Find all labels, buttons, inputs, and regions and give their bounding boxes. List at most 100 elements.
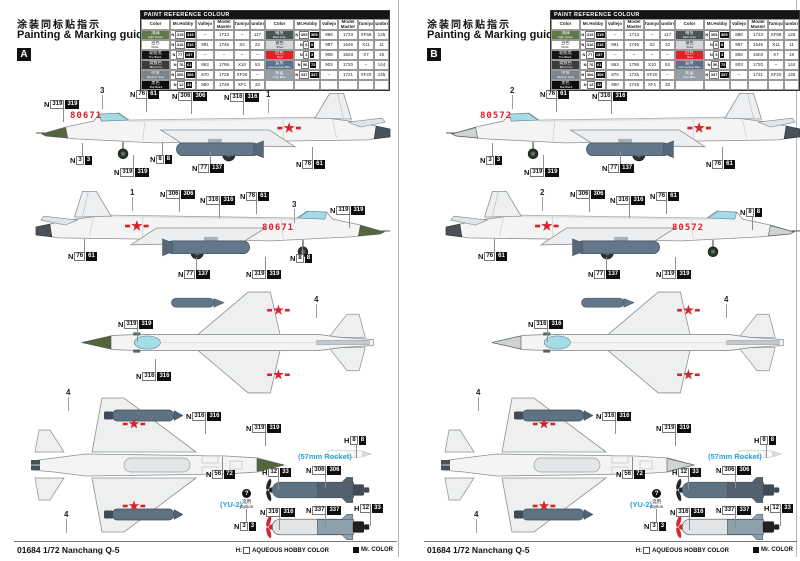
paint-number-cell: – [234,30,250,40]
mrcolor-number-box: 316 [157,372,172,381]
callout-letter: N [224,93,230,102]
callout-letter: N [650,192,656,201]
paint-number-cell: 22 [660,40,675,50]
paint-number-cell: 1725 [214,70,234,80]
paint-number-cell: 908 [730,50,748,60]
callout-letter: N [716,466,722,475]
color-name-cn: 灰蓝 [685,70,694,76]
aqueous-number-box: 76 [302,160,314,169]
mrcolor-number-box: 306 [737,466,752,475]
callout-letter: N [70,156,76,165]
mrcolor-number-box: 316 [549,320,564,329]
column-header: Humbrol [784,19,799,30]
mrcolor-number-box: 316 [281,508,296,517]
aqueous-number-box: 319 [50,100,65,109]
mrcolor-legend: Mr. COLOR [752,547,793,553]
aircraft-top-view [486,284,790,401]
mrcolor-number-box: 61 [185,62,193,68]
mrcolor-number-box: 61 [86,252,97,261]
product-code: 01684 1/72 Nanchang Q-5 [17,545,120,555]
aqueous-number-box: 316 [584,41,596,49]
aqueous-number-box: 306 [166,190,181,199]
paint-number-cell: XF58 [358,30,374,40]
aqueous-number-box: 76 [246,192,258,201]
column-header: Tamiya [768,19,784,30]
mrcolor-number-box: 316 [613,92,628,101]
aqueous-number-box: 3 [486,156,494,165]
mrcolor-number-box: 61 [148,90,159,99]
paint-number-cell: 1720 [338,60,358,70]
paint-number-cell: 117 [250,30,265,40]
column-header: Vallejo [606,19,624,30]
weapon-caption-rocket: (57mm Rocket) [708,452,762,461]
empty-cell [374,80,389,90]
aqueous-number-box: 3 [303,51,310,59]
header-line: Master [626,23,642,29]
empty-cell [294,80,320,90]
callout-letter: N [160,190,166,199]
column-header: Color [265,19,294,30]
mrcolor-number-box: 306 [181,190,196,199]
footer-divider [14,541,397,542]
paint-number-cell: 1723 [338,30,358,40]
empty-cell [320,80,338,90]
scheme-badge-b: B [427,48,441,61]
mrcolor-number-box: 316 [691,508,706,517]
decal-number: 4 [66,388,71,411]
paint-number-cell: – [234,50,250,60]
paint-number-cell: 1720 [748,60,768,70]
callout-letter: N [150,155,156,164]
mrcolor-number-box: 72 [719,62,727,68]
paint-table-grid: ColorMr.HobbyVallejoModelMasterTamiyaHum… [141,19,389,90]
callout-letter: H [262,468,268,477]
paint-number-cell: 145 [784,70,799,80]
mrcolor-number-box: 305 [719,32,729,38]
color-name-cn: 蓝灰 [685,60,694,66]
mrcolor-number-box: 306 [595,72,605,78]
mrcolor-number-box: 319 [135,168,150,177]
paint-number-cell: 11 [374,40,389,50]
mrcolor-number-box: 33 [185,82,193,88]
callout-letter: N [290,254,296,263]
paint-number-cell: 117 [660,30,675,40]
empty-cell [358,80,374,90]
callout-letter: N [306,506,312,515]
aircraft-number: 80572 [480,111,513,121]
color-name-en: Silver [685,44,694,49]
pair-letter: N [171,72,175,77]
mrcolor-number-box: 319 [677,424,692,433]
pair-letter: N [172,52,176,57]
paint-number-cell: – [644,30,660,40]
torpedo-art-yu2 [671,514,787,540]
mrcolor-number-box: 137 [210,164,225,173]
paint-number-cell: 1748 [624,80,644,90]
paint-number-cell: 987 [320,40,338,50]
mrcolor-number-box: 61 [258,192,269,201]
aqueous-number-box: 306 [178,92,193,101]
mrcolor-number-box: 3 [248,522,257,531]
paint-number-cell: X2 [234,40,250,50]
aqueous-number-box: 319 [120,168,135,177]
callout-letter: N [670,508,676,517]
paint-number-cell: 22 [250,40,265,50]
callout-letter: N [192,164,198,173]
color-name-en: Intermediate Blue [268,64,291,69]
callout-letter: H [344,436,350,445]
aqueous-number-box: 77 [198,164,210,173]
aqueous-number-box: 3 [240,522,248,531]
